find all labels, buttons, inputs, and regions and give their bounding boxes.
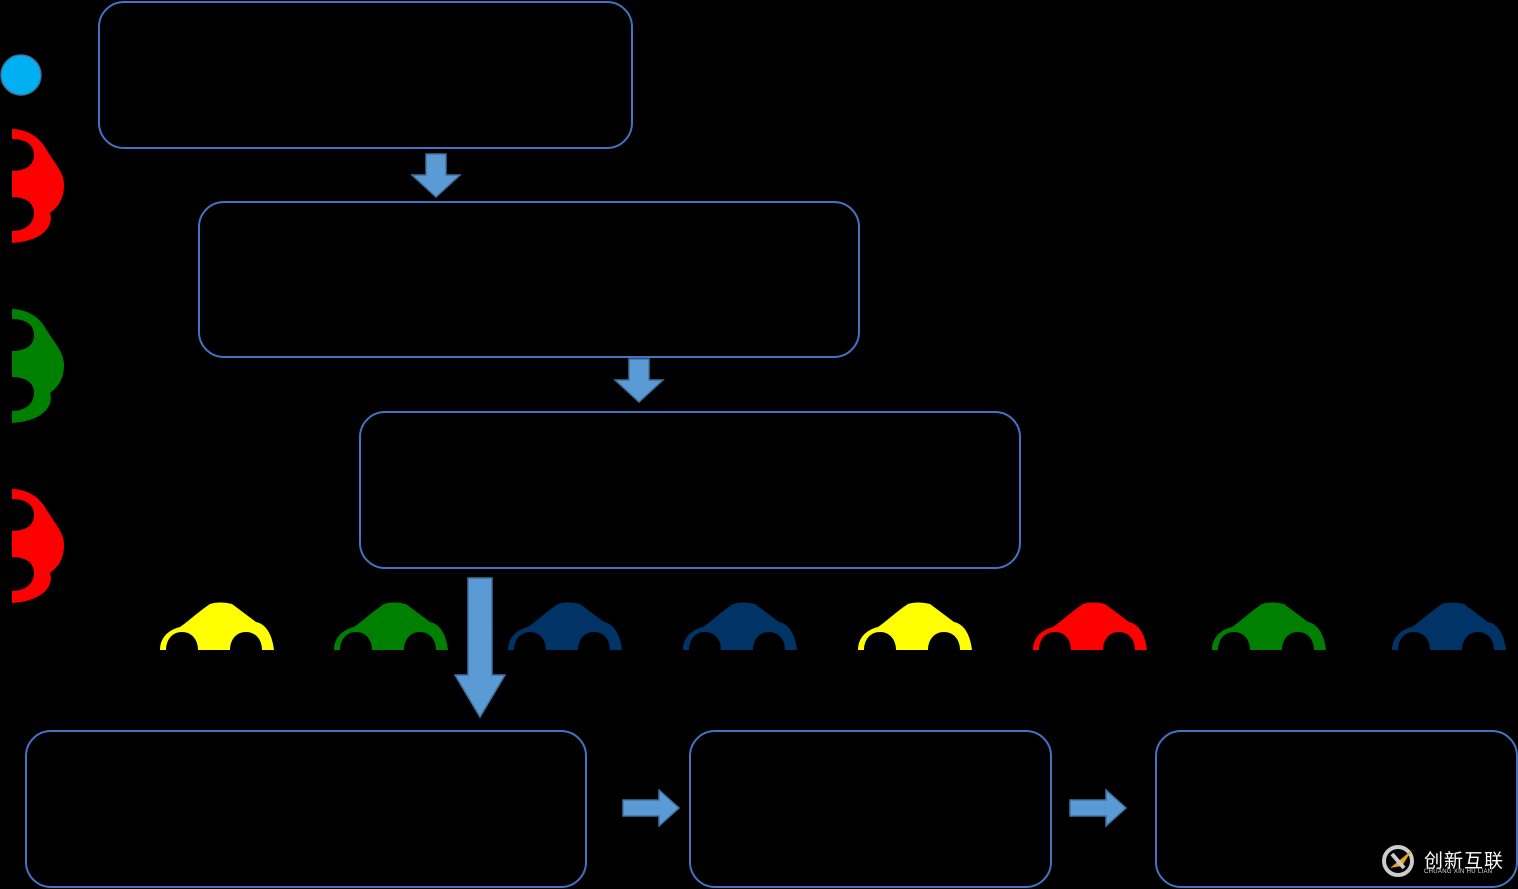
car-body — [858, 602, 972, 650]
red-car-icon — [12, 129, 64, 243]
flow-box-result-1 — [25, 730, 587, 888]
car-icon — [858, 602, 972, 650]
car-icon — [1392, 602, 1506, 650]
watermark: 创新互联 CHUANG XIN HU LIAN — [1382, 842, 1512, 882]
car-body — [683, 602, 797, 650]
car-icon — [508, 602, 622, 650]
watermark-subtitle: CHUANG XIN HU LIAN — [1424, 869, 1493, 875]
arrow-right-icon-2 — [1069, 788, 1128, 828]
blue-dot-icon — [0, 54, 42, 96]
car-body — [334, 602, 448, 650]
watermark-title: 创新互联 — [1424, 850, 1505, 872]
car-icon — [160, 602, 274, 650]
car-body — [508, 602, 622, 650]
car-icon — [1033, 602, 1147, 650]
arrow-right-icon — [622, 788, 681, 828]
arrow-down-icon-2 — [613, 358, 665, 404]
flow-box-result-2 — [689, 730, 1052, 888]
arrow-down-icon — [410, 153, 462, 199]
car-body — [1033, 602, 1147, 650]
green-car-icon — [12, 309, 64, 423]
red-car-icon-2 — [12, 489, 64, 603]
watermark-logo-icon — [1382, 845, 1414, 877]
car-icon — [683, 602, 797, 650]
car-body — [1212, 602, 1326, 650]
flow-box-step-1 — [98, 1, 633, 149]
flow-box-step-2 — [198, 201, 860, 358]
car-icon — [334, 602, 448, 650]
car-body — [160, 602, 274, 650]
car-body — [1392, 602, 1506, 650]
flow-box-step-3 — [359, 411, 1021, 569]
car-icon — [1212, 602, 1326, 650]
arrow-down-long-icon — [453, 577, 507, 719]
flow-box-result-3 — [1155, 730, 1518, 888]
